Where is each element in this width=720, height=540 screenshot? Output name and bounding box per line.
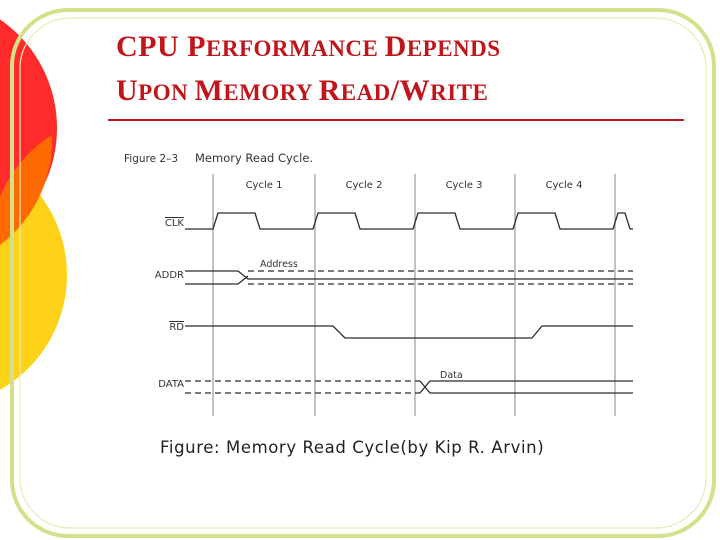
- slide-title-line-1: CPU PERFORMANCE DEPENDS: [116, 30, 501, 64]
- signal-label-rd: RD: [169, 322, 184, 333]
- title-line-2-part: U: [116, 74, 139, 107]
- title-line-2-part: EAD: [340, 80, 391, 105]
- signal-label-clk: CLK: [165, 218, 185, 229]
- clk-waveform: [185, 212, 633, 230]
- cycle-label: Cycle 2: [346, 180, 383, 191]
- slide-title-line-2: UPON MEMORY READ/WRITE: [116, 74, 488, 108]
- title-line-2-part: PON: [138, 80, 195, 105]
- rd-waveform: [185, 325, 633, 339]
- cycle-label: Cycle 1: [246, 180, 283, 191]
- figure-title: Memory Read Cycle.: [195, 151, 313, 165]
- address-annotation: Address: [260, 259, 298, 270]
- title-line-2-part: /W: [390, 74, 431, 107]
- title-line-1-part: ERFORMANCE: [206, 36, 385, 61]
- cycle-label: Cycle 4: [546, 180, 583, 191]
- data-waveform-low: [419, 380, 633, 394]
- data-waveform-high: [419, 380, 633, 394]
- title-line-2-part: RITE: [430, 80, 489, 105]
- title-line-2-part: M: [194, 74, 224, 107]
- signal-label-addr: ADDR: [155, 270, 184, 281]
- data-annotation: Data: [440, 370, 463, 381]
- slide-frame: [10, 8, 716, 538]
- cycle-label: Cycle 3: [446, 180, 483, 191]
- signal-label-data: DATA: [158, 379, 184, 390]
- title-line-1-part: D: [384, 30, 407, 63]
- addr-waveform-low: [185, 275, 249, 285]
- title-line-2-part: EMORY: [223, 80, 319, 105]
- title-line-1-part: EPENDS: [406, 36, 501, 61]
- title-line-1-part: P: [187, 30, 206, 63]
- figure-caption: Figure: Memory Read Cycle(by Kip R. Arvi…: [160, 438, 545, 457]
- title-line-2-part: R: [318, 74, 341, 107]
- figure-label: Figure 2–3: [124, 153, 178, 165]
- title-line-1-part: C: [116, 30, 139, 63]
- title-line-1-part: PU: [138, 30, 188, 63]
- slide-frame-inner: [19, 17, 707, 529]
- addr-waveform-high: [185, 270, 633, 280]
